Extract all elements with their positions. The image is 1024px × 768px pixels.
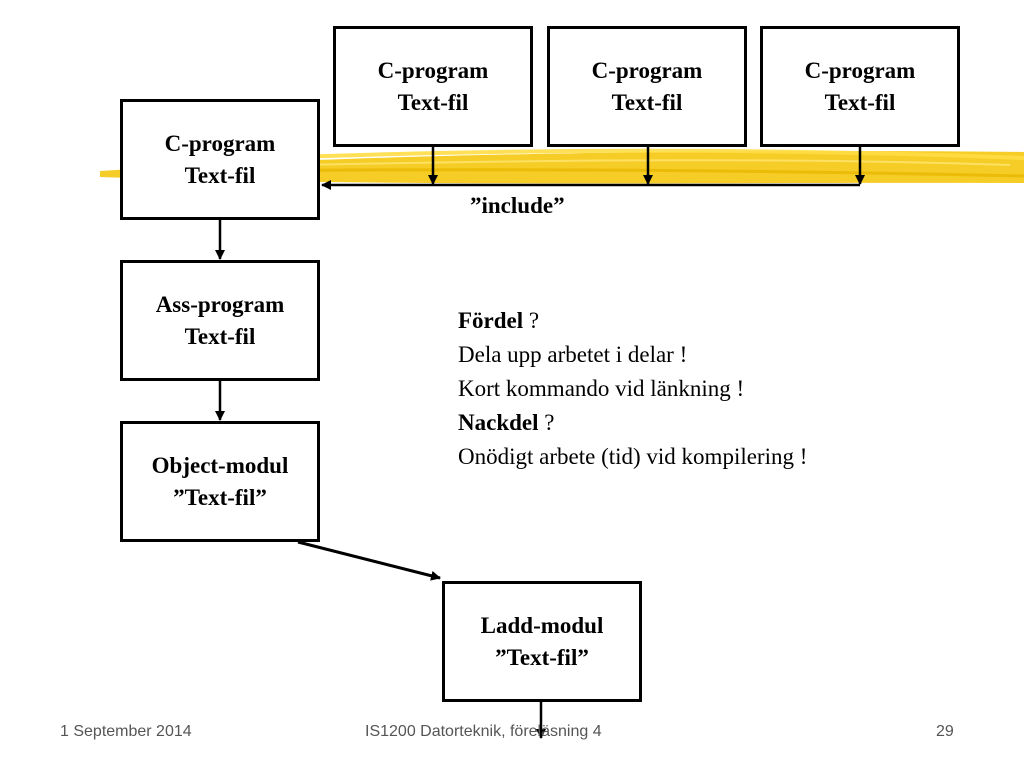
box-line-1: C-program bbox=[377, 57, 489, 83]
box-line-1: Ladd-modul bbox=[480, 612, 604, 638]
pro-mark: ? bbox=[523, 308, 540, 333]
footer-page-number: 29 bbox=[936, 723, 954, 740]
arrow-object-to-load bbox=[297, 540, 441, 581]
box-line-1: C-program bbox=[804, 57, 916, 83]
box-line-2: ”Text-fil” bbox=[173, 484, 267, 510]
box-load-module: Ladd-modul ”Text-fil” bbox=[442, 581, 642, 702]
box-line-1: Ass-program bbox=[155, 291, 285, 317]
box-c-program-include-2: C-program Text-fil bbox=[547, 26, 747, 147]
box-line-1: C-program bbox=[591, 57, 703, 83]
box-c-program-include-3: C-program Text-fil bbox=[760, 26, 960, 147]
box-line-2: Text-fil bbox=[184, 162, 256, 188]
footer-date: 1 September 2014 bbox=[60, 723, 192, 740]
box-line-1: C-program bbox=[164, 130, 276, 156]
con-item-1: Onödigt arbete (tid) vid kompilering ! bbox=[458, 444, 808, 469]
box-c-program-include-1: C-program Text-fil bbox=[333, 26, 533, 147]
box-line-2: Text-fil bbox=[824, 89, 896, 115]
con-heading-line: Nackdel ? bbox=[458, 406, 807, 440]
box-line-2: Text-fil bbox=[611, 89, 683, 115]
pro-item-1: Dela upp arbetet i delar ! bbox=[458, 342, 688, 367]
pros-cons-notes: Fördel ? Dela upp arbetet i delar ! Kort… bbox=[458, 304, 807, 474]
box-line-1: Object-modul bbox=[151, 452, 289, 478]
con-heading: Nackdel bbox=[458, 410, 539, 435]
pro-heading: Fördel bbox=[458, 308, 524, 333]
box-object-module: Object-modul ”Text-fil” bbox=[120, 421, 320, 542]
include-label: ”include” bbox=[470, 193, 565, 218]
con-mark: ? bbox=[538, 410, 555, 435]
box-c-program-main: C-program Text-fil bbox=[120, 99, 320, 220]
box-line-2: Text-fil bbox=[397, 89, 469, 115]
box-line-2: ”Text-fil” bbox=[495, 644, 589, 670]
box-assembly-program: Ass-program Text-fil bbox=[120, 260, 320, 381]
footer-course: IS1200 Datorteknik, föreläsning 4 bbox=[365, 723, 602, 740]
pro-heading-line: Fördel ? bbox=[458, 304, 807, 338]
pro-item-2: Kort kommando vid länkning ! bbox=[458, 376, 745, 401]
box-line-2: Text-fil bbox=[184, 323, 256, 349]
